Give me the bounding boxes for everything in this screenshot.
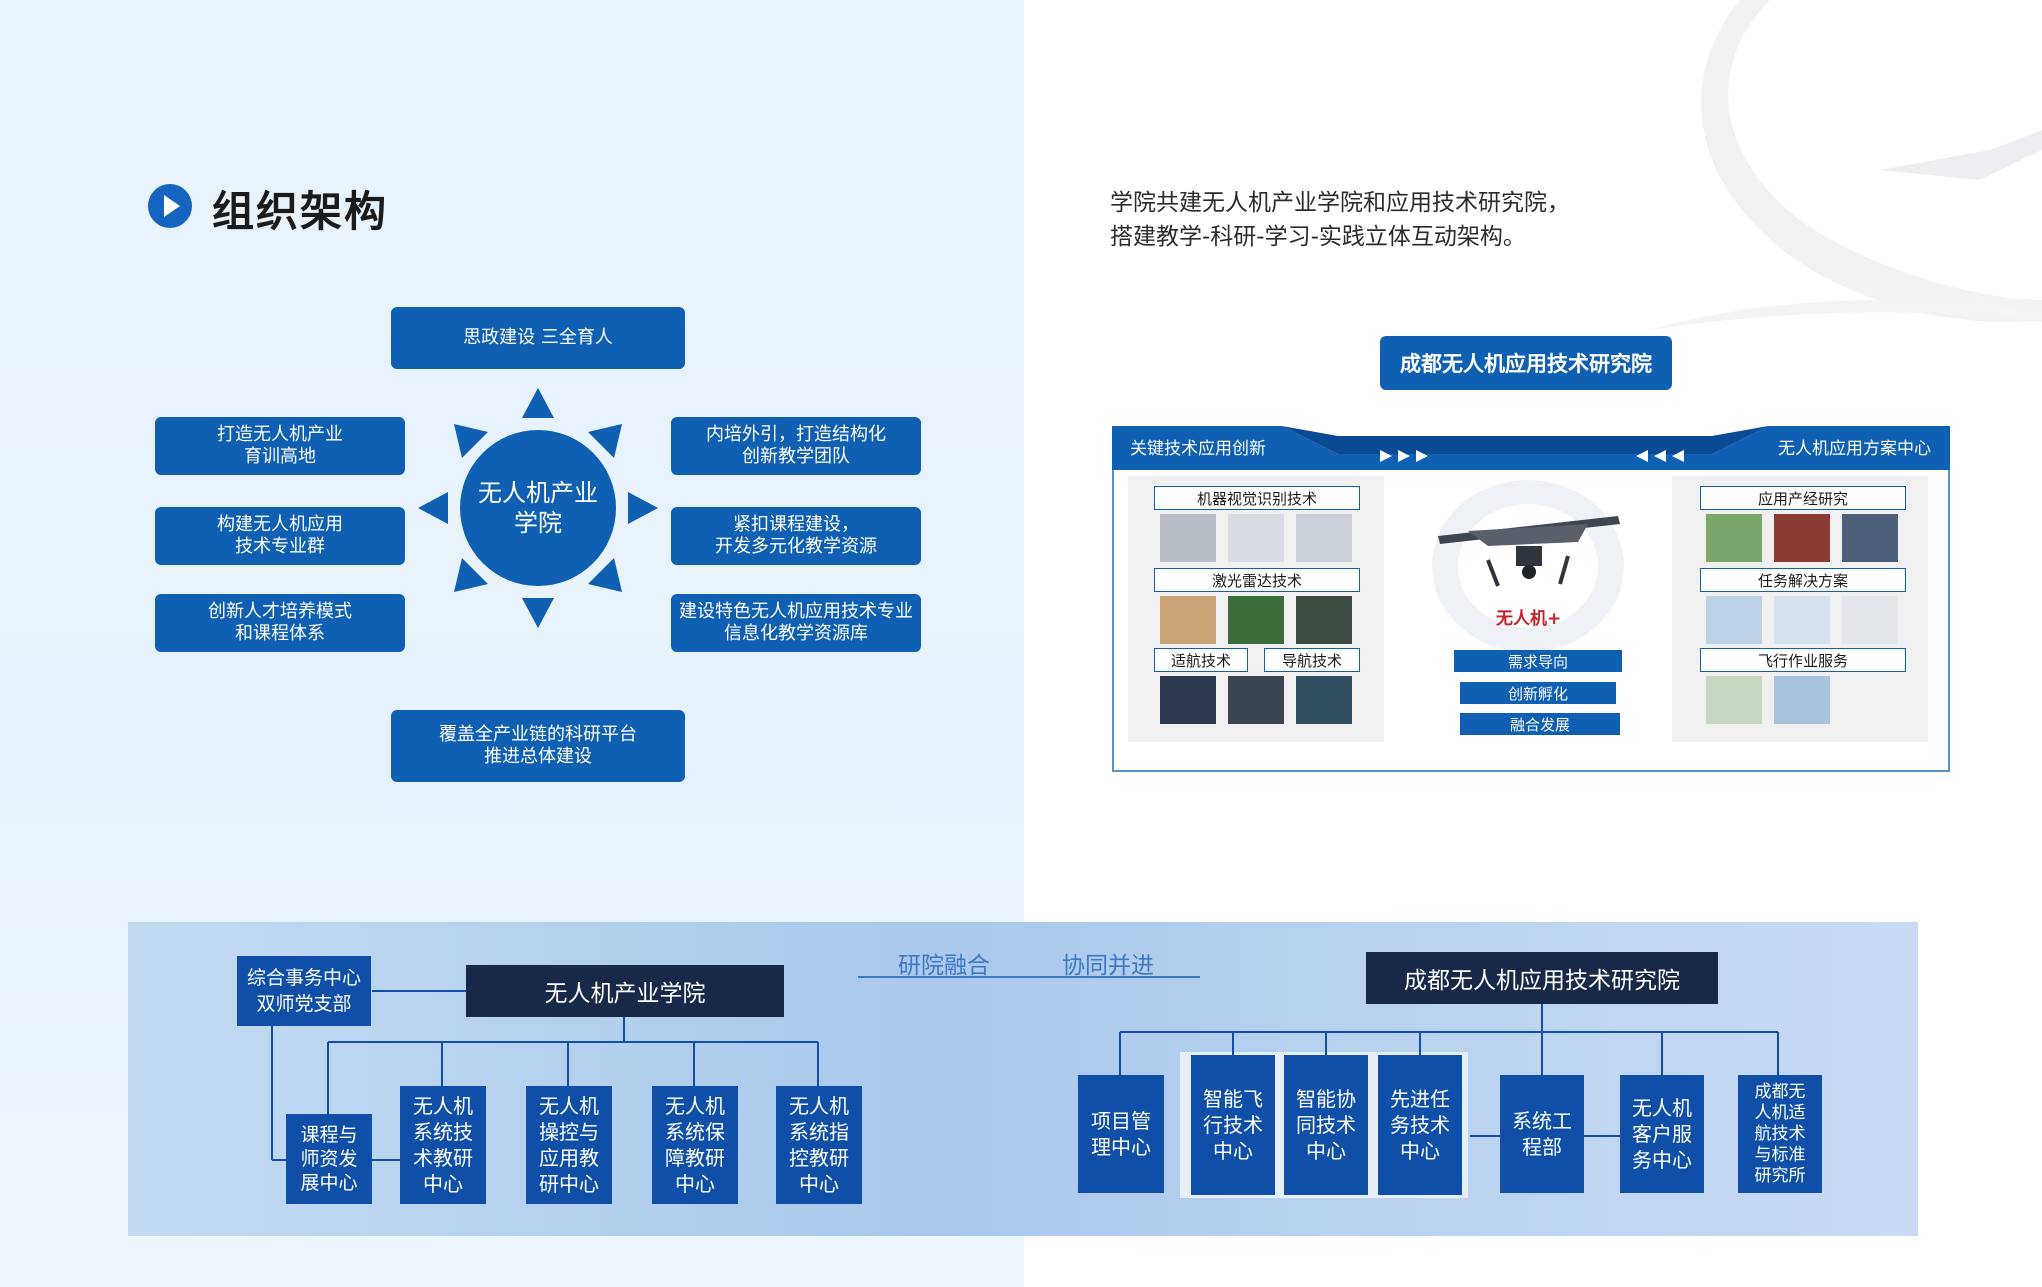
college-unit-label: 无人机 操控与 应用教 研中心 — [539, 1094, 599, 1196]
institute-unit-label: 系统工 程部 — [1512, 1109, 1572, 1159]
sun-left-label: 创新人才培养模式 和课程体系 — [208, 601, 352, 644]
institute-unit-label: 成都无 人机适 航技术 与标准 研究所 — [1754, 1081, 1806, 1186]
sun-right-label: 建设特色无人机应用技术专业 信息化教学资源库 — [679, 601, 913, 644]
drone-photo — [1774, 514, 1830, 562]
college-node: 无人机产业学院 — [466, 965, 784, 1017]
sun-center-label: 无人机产业 学院 — [478, 479, 598, 537]
left-header-label: 关键技术应用创新 — [1130, 439, 1266, 459]
sun-left-box: 构建无人机应用 技术专业群 — [155, 507, 405, 565]
sun-left-label: 构建无人机应用 技术专业群 — [217, 514, 343, 557]
drone-photo — [1706, 676, 1762, 724]
flight-test-photo — [1228, 676, 1284, 724]
chevron-right-icon — [148, 184, 192, 228]
tech-label: 激光雷达技术 — [1154, 568, 1360, 592]
lidar-scan-photo — [1296, 596, 1352, 644]
farmland-photo — [1706, 514, 1762, 562]
cockpit-photo — [1160, 676, 1216, 724]
drone-photo — [1842, 596, 1898, 644]
institute-unit-node: 无人机 客户服 务中心 — [1620, 1075, 1704, 1193]
sun-bottom-label: 覆盖全产业链的科研平台 推进总体建设 — [439, 724, 637, 767]
college-unit-node: 无人机 操控与 应用教 研中心 — [526, 1086, 612, 1204]
drone-photo — [1296, 514, 1352, 562]
description: 学院共建无人机产业学院和应用技术研究院， 搭建教学-科研-学习-实践立体互动架构… — [1110, 186, 1570, 254]
center-pill: 创新孵化 — [1460, 682, 1616, 704]
sun-top-label: 思政建设 三全育人 — [463, 327, 613, 348]
solution-photo — [1706, 596, 1762, 644]
institute-unit-label: 智能协 同技术 中心 — [1296, 1087, 1356, 1163]
swoosh-decoration — [1650, 0, 2042, 330]
college-unit-label: 无人机 系统指 控教研 中心 — [789, 1094, 849, 1196]
drone-plus-badge: 无人机+ — [1496, 609, 1562, 629]
tech-label: 机器视觉识别技术 — [1154, 486, 1360, 510]
institute-unit-node: 项目管 理中心 — [1078, 1075, 1164, 1193]
institute-unit-node: 先进任 务技术 中心 — [1378, 1055, 1462, 1195]
sun-left-box: 创新人才培养模式 和课程体系 — [155, 594, 405, 652]
center-pill: 融合发展 — [1460, 713, 1620, 735]
drone-photo — [1842, 514, 1898, 562]
college-unit-label: 课程与 师资发 展中心 — [300, 1124, 358, 1194]
drone-center-graphic — [1432, 480, 1624, 652]
lidar-scan-photo — [1228, 596, 1284, 644]
page-title: 组织架构 — [212, 187, 389, 236]
service-label: 应用产经研究 — [1700, 486, 1906, 510]
drone-photo — [1842, 676, 1898, 724]
tech-label: 适航技术 — [1154, 648, 1248, 672]
sun-right-box: 紧扣课程建设， 开发多元化教学资源 — [671, 507, 921, 565]
college-unit-node: 无人机 系统保 障教研 中心 — [652, 1086, 738, 1204]
institute-unit-node: 智能飞 行技术 中心 — [1191, 1055, 1275, 1195]
solution-photo — [1774, 596, 1830, 644]
service-label: 飞行作业服务 — [1700, 648, 1906, 672]
sun-top-box: 思政建设 三全育人 — [391, 307, 685, 369]
college-unit-node: 无人机 系统技 术教研 中心 — [400, 1086, 486, 1204]
center-pill: 需求导向 — [1454, 650, 1622, 672]
sun-rays — [418, 388, 658, 628]
college-unit-label: 无人机 系统保 障教研 中心 — [665, 1094, 725, 1196]
sun-center: 无人机产业 学院 — [460, 430, 616, 586]
institute-unit-node: 成都无 人机适 航技术 与标准 研究所 — [1738, 1075, 1822, 1193]
admin-center-node: 综合事务中心 双师党支部 — [237, 956, 371, 1026]
sun-bottom-box: 覆盖全产业链的科研平台 推进总体建设 — [391, 710, 685, 782]
college-unit-node: 课程与 师资发 展中心 — [286, 1114, 372, 1204]
lidar-device-photo — [1160, 596, 1216, 644]
admin-center-label: 综合事务中心 双师党支部 — [246, 967, 361, 1015]
description-line: 搭建教学-科研-学习-实践立体互动架构。 — [1110, 224, 1526, 250]
institute-node: 成都无人机应用技术研究院 — [1366, 952, 1718, 1004]
sun-left-label: 打造无人机产业 育训高地 — [217, 424, 343, 467]
robot-arm-photo — [1160, 514, 1216, 562]
institute-unit-label: 先进任 务技术 中心 — [1390, 1087, 1450, 1163]
sun-right-box: 建设特色无人机应用技术专业 信息化教学资源库 — [671, 594, 921, 652]
institute-header-band — [1112, 426, 1950, 470]
slogan-label: 协同并进 — [1062, 953, 1154, 979]
aircraft-photo — [1774, 676, 1830, 724]
college-unit-label: 无人机 系统技 术教研 中心 — [413, 1094, 473, 1196]
description-line: 学院共建无人机产业学院和应用技术研究院， — [1110, 190, 1570, 216]
sun-right-label: 紧扣课程建设， 开发多元化教学资源 — [715, 514, 877, 557]
service-label: 任务解决方案 — [1700, 568, 1906, 592]
slogan-label: 研院融合 — [898, 953, 990, 979]
right-header-label: 无人机应用方案中心 — [1778, 439, 1931, 459]
institute-unit-label: 无人机 客户服 务中心 — [1632, 1096, 1692, 1172]
institute-title: 成都无人机应用技术研究院 — [1380, 336, 1672, 390]
institute-unit-node: 系统工 程部 — [1500, 1075, 1584, 1193]
navigation-photo — [1296, 676, 1352, 724]
sun-right-label: 内培外引，打造结构化 创新教学团队 — [706, 424, 886, 467]
institute-unit-label: 智能飞 行技术 中心 — [1203, 1087, 1263, 1163]
institute-unit-label: 项目管 理中心 — [1091, 1109, 1151, 1159]
institute-unit-node: 智能协 同技术 中心 — [1284, 1055, 1368, 1195]
tech-label: 导航技术 — [1264, 648, 1360, 672]
college-unit-node: 无人机 系统指 控教研 中心 — [776, 1086, 862, 1204]
sun-right-box: 内培外引，打造结构化 创新教学团队 — [671, 417, 921, 475]
drone-photo — [1228, 514, 1284, 562]
sun-left-box: 打造无人机产业 育训高地 — [155, 417, 405, 475]
